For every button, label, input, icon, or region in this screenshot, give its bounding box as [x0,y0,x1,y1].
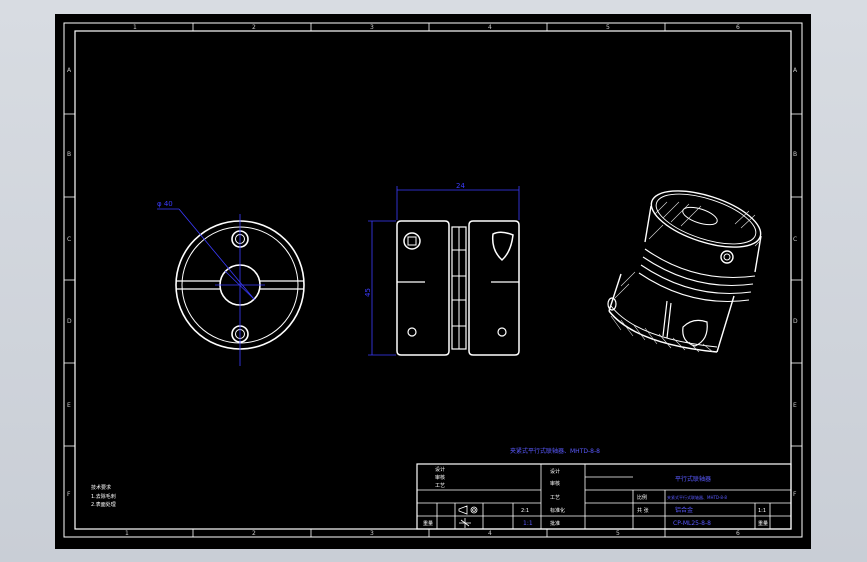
tb-sheet: 1:1 [523,520,533,527]
tb-header-note-2: 审核 [435,474,445,481]
lower-hole-right [497,327,507,337]
zone-col-2-bottom: 2 [252,530,256,537]
drawing-sheet: 1 2 3 4 5 6 1 2 3 4 5 6 A B C D E F A B … [55,14,811,549]
tb-label-approve: 批准 [550,520,560,527]
projection-symbol-icon [458,505,478,528]
side-view[interactable] [396,220,520,356]
iso-disc-ring-4 [638,272,750,303]
zone-row-b-right: B [793,151,797,158]
iso-lower-hole [607,297,617,311]
zone-col-3-bottom: 3 [370,530,374,537]
zone-row-d-right: D [793,318,798,325]
iso-lower-left-edge [608,273,622,312]
zone-row-c: C [67,236,71,243]
tb-material-note: 夹紧式平行式联轴器、MHTD-8-8 [667,494,727,500]
zone-col-1-bottom: 1 [125,530,129,537]
zone-row-c-right: C [793,236,797,243]
title-block-fields: 设计 审核 工艺 设计 审核 工艺 标准化 批准 重量 2:1 1:1 比例 共… [423,466,768,527]
zone-col-4: 4 [488,24,492,31]
drop-cutout-right [491,231,514,262]
zone-row-a: A [67,67,72,74]
zone-row-f-right: F [793,491,797,498]
tech-note-title: 技术要求 [91,484,111,491]
iso-clamp-screw [720,250,734,264]
tb-label-design: 设计 [550,468,560,475]
iso-drop-cutout [682,319,708,347]
tb-drawing-name: 平行式联轴器 [675,475,711,483]
iso-disc-ring-2 [642,256,754,287]
iso-lower-right-edge [716,295,735,353]
zone-row-e: E [67,402,71,409]
tech-note-1: 1.去除毛刺 [91,493,116,500]
iso-disc-ring-1 [644,248,756,279]
iso-clamp-socket [723,253,731,261]
zone-col-5-bottom: 5 [616,530,620,537]
zone-row-e-right: E [793,402,797,409]
tb-material: 铝合金 [675,506,693,514]
tb-label-count: 共 张 [637,507,649,514]
zone-col-4-bottom: 4 [488,530,492,537]
title-block[interactable] [416,463,792,530]
zone-col-5: 5 [606,24,610,31]
tb-header-note-3: 工艺 [435,483,445,489]
iso-bottom-chamfer [610,305,718,348]
iso-top-bore [682,206,718,226]
zone-col-1: 1 [133,24,137,31]
zone-col-3: 3 [370,24,374,31]
lower-hole-left [407,327,417,337]
zone-row-d: D [67,318,72,325]
zone-row-b: B [67,151,71,158]
clamp-screw-left [403,232,421,250]
iso-lower-slot [662,300,672,339]
hex-socket-left [407,236,417,246]
zone-row-f: F [67,491,71,498]
zone-col-2: 2 [252,24,256,31]
tech-note-2: 2.表面处理 [91,501,116,508]
tb-label-check: 审核 [550,480,560,487]
side-view-dimensions [368,186,520,356]
zone-col-6-bottom: 6 [736,530,740,537]
drawing-canvas[interactable]: 1 2 3 4 5 6 1 2 3 4 5 6 A B C D E F A B … [55,14,811,549]
iso-disc-ring-3 [640,264,752,295]
isometric-view[interactable] [607,180,767,353]
iso-top-chamfer [655,193,757,245]
tb-label-weight: 重量 [423,520,433,527]
tb-sheet-count: 1:1 [758,508,766,514]
tb-header-note: 设计 [435,466,445,473]
height-dimension: 45 [364,288,372,297]
tb-part-number: CP-ML25-8-8 [673,520,711,527]
tb-label-standard: 标准化 [550,507,565,514]
iso-upper-right-edge [754,235,762,273]
tb-label-process: 工艺 [550,495,560,501]
width-dimension: 24 [456,182,465,190]
drawing-note: 夹紧式平行式联轴器、MHTD-8-8 [510,447,600,455]
tb-label-ratio: 比例 [637,494,647,501]
zone-ticks [64,23,802,537]
zone-row-a-right: A [793,67,798,74]
tech-notes: 技术要求 1.去除毛刺 2.表面处理 [91,484,116,508]
iso-bottom-edge [608,310,718,353]
diameter-leader [157,208,256,301]
diameter-dimension: φ 40 [157,200,173,208]
iso-top-face [650,190,762,248]
iso-upper-left-edge [644,205,652,243]
zone-col-6: 6 [736,24,740,31]
tb-scale: 2:1 [521,508,529,514]
front-view-centerlines [215,214,265,366]
tb-label-weight-2: 重量 [758,520,768,527]
right-hub [468,220,520,356]
iso-hatching [610,201,762,353]
left-hub [396,220,450,356]
